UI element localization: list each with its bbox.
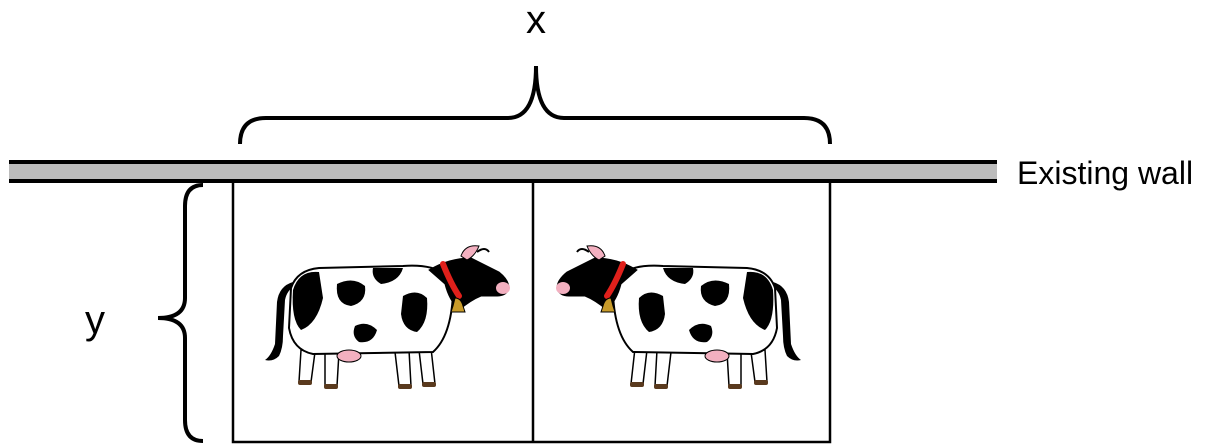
wall-label: Existing wall [1017, 155, 1193, 191]
y-label: y [85, 298, 105, 342]
x-brace [238, 65, 832, 145]
y-brace [157, 183, 204, 443]
x-label: x [526, 0, 546, 42]
cow-right [556, 246, 801, 389]
cow-left [265, 246, 510, 389]
existing-wall [9, 160, 997, 183]
pen-enclosure [231, 179, 832, 444]
